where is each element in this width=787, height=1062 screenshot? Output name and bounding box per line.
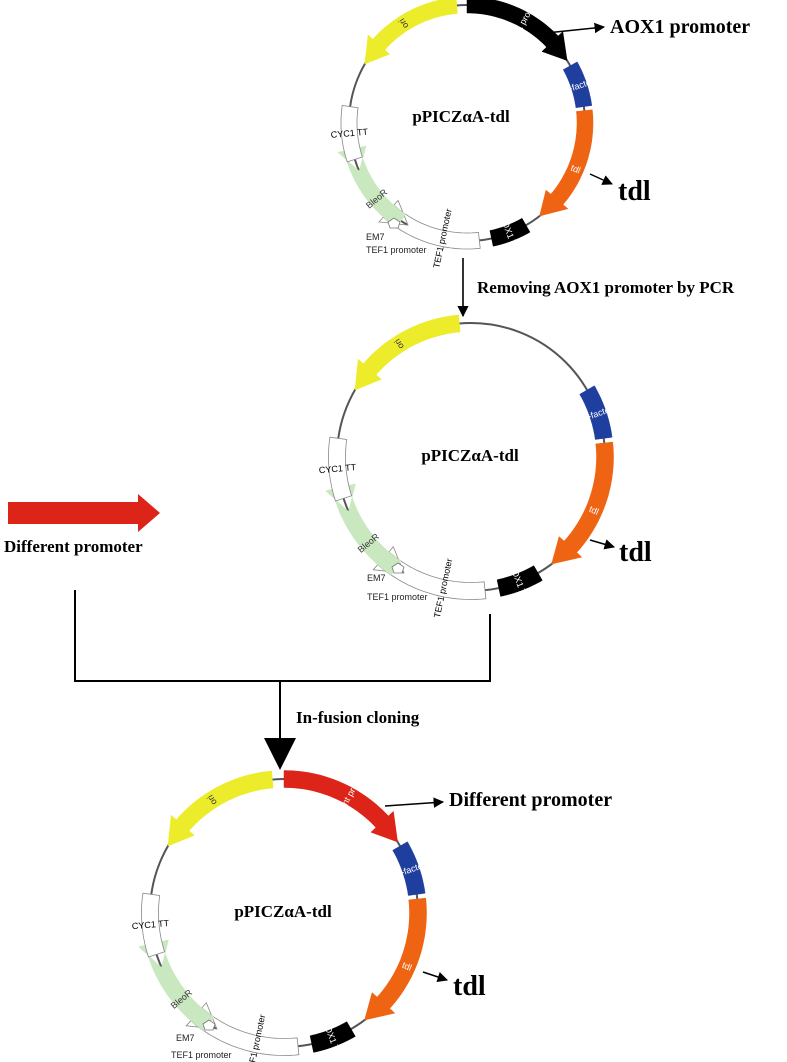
bot-feature-cyc1-label: CYC1 TT: [131, 918, 170, 931]
mid-feature-bleor: BleoR: [325, 483, 402, 576]
mid-feature-tdl-arc: [551, 441, 614, 565]
mid-tef1-label: TEF1 promoter: [367, 592, 428, 602]
bot-tef1-label: TEF1 promoter: [171, 1050, 232, 1060]
top-feature-ori-arc: [364, 0, 458, 65]
bot-feature-alpha: α-factor: [392, 841, 427, 896]
mid-feature-tdl-label: tdl: [588, 504, 601, 517]
callout-different-promoter-arrow: [384, 797, 445, 808]
bot-feature-ori: ori: [167, 770, 274, 847]
mid-feature-ori-arc: [354, 314, 461, 391]
plasmid-mid-name: pPICZαA-tdl: [421, 446, 519, 465]
callout-tdl-bot-arrow: [422, 971, 448, 982]
top-feature-tdl-arc: [539, 109, 594, 217]
top-feature-ori-label: ori: [397, 17, 411, 31]
bot-feature-alpha-arc: [392, 841, 426, 896]
mid-feature-aox1tt: AOX1 TT: [496, 563, 543, 602]
step1-label: Removing AOX1 promoter by PCR: [477, 278, 735, 297]
top-em7-label: EM7: [366, 232, 385, 242]
mid-feature-cyc1-label: CYC1 TT: [318, 462, 357, 475]
bot-feature-cyc1: CYC1 TT: [131, 892, 170, 958]
bot-feature-tdl-arc: [364, 897, 427, 1021]
top-feature-aox1tt-arc: [489, 217, 531, 247]
top-feature-cyc1-label: CYC1 TT: [330, 127, 369, 140]
bot-feature-cyc1-arc: [141, 892, 166, 958]
mid-feature-cyc1: CYC1 TT: [318, 436, 357, 502]
top-feature-aox1tt: AOX1 TT: [489, 214, 531, 253]
callout-tdl-top: tdl: [618, 176, 651, 207]
bot-feature-promoter: Different promoter: [283, 762, 398, 843]
top-feature-bleor: BleoR: [337, 145, 406, 228]
bot-feature-tdl: tdl: [364, 897, 427, 1021]
top-em7-marker: [387, 217, 401, 229]
mid-feature-alpha-arc: [579, 385, 613, 440]
bot-feature-aox1tt-arc: [309, 1021, 356, 1053]
bot-feature-bleor: BleoR: [138, 939, 215, 1032]
merge-lines: [74, 590, 491, 682]
mid-feature-bleor-arc: [325, 483, 402, 576]
top-tef1-label: TEF1 promoter: [366, 245, 427, 255]
bot-feature-ori-arc: [167, 770, 274, 847]
callout-tdl-bot: tdl: [453, 971, 486, 1002]
top-feature-tdl-label: tdl: [569, 163, 582, 176]
callout-tdl-top-arrow: [589, 173, 613, 185]
mid-feature-alpha: α-factor: [579, 385, 614, 440]
top-feature-tdl: tdl: [539, 109, 594, 217]
mid-feature-tdl: tdl: [551, 441, 614, 565]
bot-feature-aox1tt: AOX1 TT: [309, 1019, 356, 1058]
bot-em7-marker: [202, 1019, 216, 1031]
mid-feature-ori: ori: [354, 314, 461, 391]
mid-feature-ori-label: ori: [392, 337, 406, 351]
top-feature-ori: ori: [364, 0, 458, 65]
bot-feature-promoter-arc: [283, 770, 398, 843]
callout-aox1-promoter: AOX1 promoter: [610, 16, 750, 38]
top-feature-alpha: α-factor: [562, 61, 595, 108]
insert-label: Different promoter: [4, 537, 143, 556]
top-feature-bleor-arc: [337, 145, 406, 228]
bot-feature-tdl-label: tdl: [401, 960, 414, 973]
callout-tdl-mid: tdl: [619, 537, 652, 568]
callout-tdl-mid-arrow: [589, 539, 616, 550]
mid-feature-aox1tt-arc: [496, 565, 543, 597]
callout-different-promoter: Different promoter: [449, 789, 612, 811]
bot-feature-ori-label: ori: [205, 793, 219, 807]
top-feature-cyc1: CYC1 TT: [330, 105, 369, 163]
mid-em7-label: EM7: [367, 573, 386, 583]
plasmid-top-name: pPICZαA-tdl: [412, 107, 510, 126]
bot-em7-label: EM7: [176, 1033, 195, 1043]
plasmid-bot: pPICZαA-tdl ori Different promoterα-facto…: [131, 762, 426, 1062]
different-promoter-insert-arrow: [8, 494, 160, 532]
step2-arrow-head: [264, 738, 296, 770]
plasmid-bot-name: pPICZαA-tdl: [234, 902, 332, 921]
bot-feature-bleor-arc: [138, 939, 215, 1032]
top-feature-promoter: AOX1 promoter: [466, 0, 568, 61]
top-feature-cyc1-arc: [340, 105, 363, 163]
mid-em7-marker: [391, 562, 405, 574]
step2-label: In-fusion cloning: [296, 708, 420, 727]
callout-aox1-promoter-arrow: [545, 22, 606, 34]
mid-feature-cyc1-arc: [328, 436, 353, 502]
top-feature-alpha-arc: [562, 61, 593, 108]
top-feature-promoter-arc: [466, 0, 568, 61]
